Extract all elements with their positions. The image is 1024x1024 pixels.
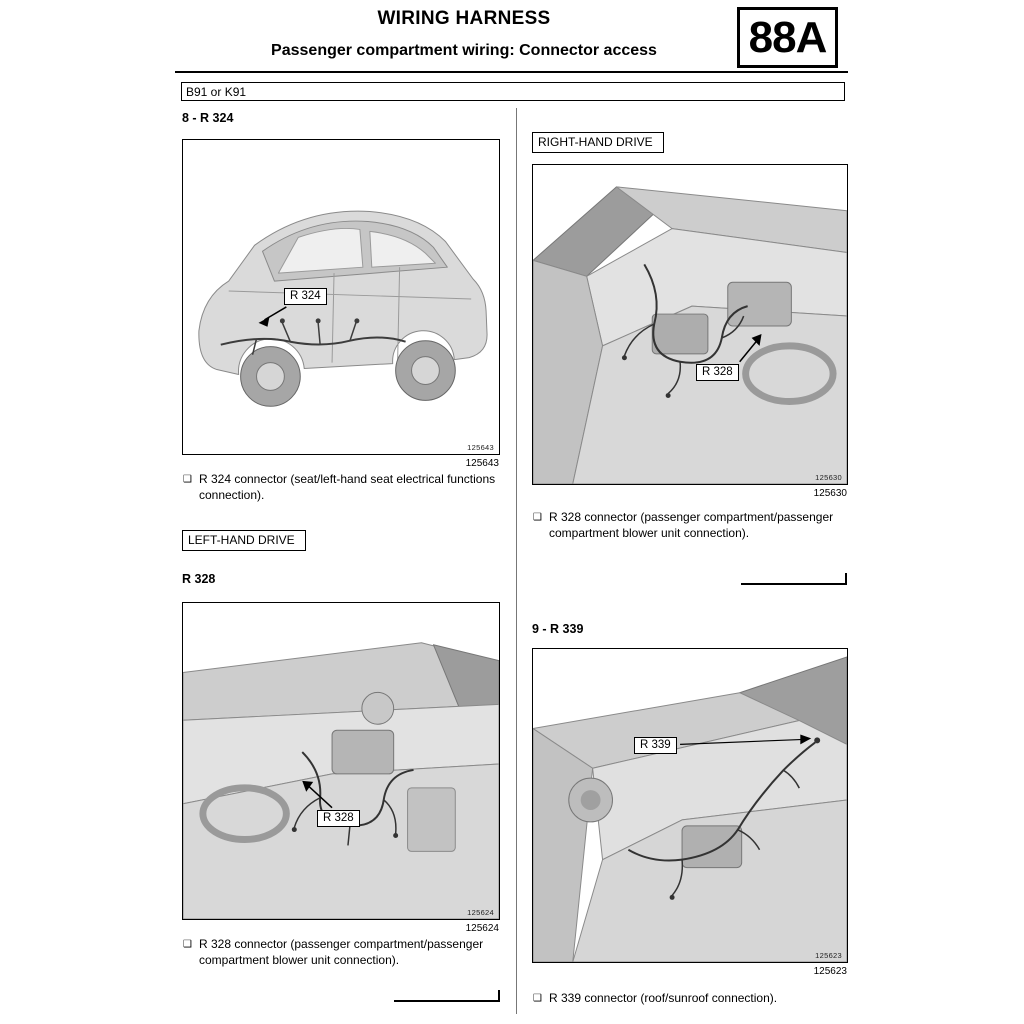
car-side-illustration	[198, 210, 488, 407]
caption-bullet: ❑	[183, 474, 192, 485]
caption-r324: ❑ R 324 connector (seat/left-hand seat e…	[183, 472, 503, 503]
figure-heading-r324: 8 - R 324	[182, 111, 234, 125]
figure-number-r328-lhd: 125624	[465, 923, 499, 934]
caption-text: R 328 connector (passenger compartment/p…	[548, 510, 834, 540]
lhd-dashboard-illustration	[183, 642, 499, 919]
left-hand-drive-label: LEFT-HAND DRIVE	[182, 530, 306, 551]
figure-watermark: 125624	[467, 908, 494, 917]
section-code-box: 88A	[737, 7, 838, 68]
callout-r324: R 324	[284, 288, 327, 305]
model-code-box: B91 or K91	[181, 82, 845, 101]
figure-panel-r339: R 339 125623	[532, 648, 848, 963]
section-code: 88A	[748, 12, 828, 62]
column-divider	[516, 108, 517, 1014]
caption-text: R 339 connector (roof/sunroof connection…	[548, 991, 778, 1005]
section-end-mark-right	[741, 573, 847, 585]
caption-r328-lhd: ❑ R 328 connector (passenger compartment…	[183, 937, 503, 968]
figure-heading-r328-left: R 328	[182, 572, 216, 586]
model-code: B91 or K91	[186, 85, 247, 99]
figure-number-r324: 125643	[465, 458, 499, 469]
caption-text: R 324 connector (seat/left-hand seat ele…	[198, 472, 496, 502]
right-hand-drive-label: RIGHT-HAND DRIVE	[532, 132, 664, 153]
figure-watermark: 125630	[815, 473, 842, 482]
page-subtitle: Passenger compartment wiring: Connector …	[271, 42, 657, 59]
figure-panel-r328-rhd: R 328 125630	[532, 164, 848, 485]
caption-bullet: ❑	[183, 939, 192, 950]
figure-panel-r324: R 324 125643	[182, 139, 500, 455]
caption-bullet: ❑	[533, 512, 542, 523]
caption-r328-rhd: ❑ R 328 connector (passenger compartment…	[533, 510, 851, 541]
page-title: WIRING HARNESS	[377, 8, 551, 29]
caption-bullet: ❑	[533, 993, 542, 1004]
caption-text: R 328 connector (passenger compartment/p…	[198, 937, 484, 967]
roof-wiring-illustration	[533, 656, 847, 962]
figure-panel-r328-lhd: R 328 125624	[182, 602, 500, 920]
section-end-mark-left	[394, 990, 500, 1002]
rhd-dashboard-illustration	[533, 186, 847, 484]
figure-number-r328-rhd: 125630	[813, 488, 847, 499]
header-rule	[175, 71, 848, 73]
callout-r328-rhd: R 328	[696, 364, 739, 381]
callout-r339: R 339	[634, 737, 677, 754]
figure-watermark: 125623	[815, 951, 842, 960]
callout-r328-lhd: R 328	[317, 810, 360, 827]
figure-watermark: 125643	[467, 443, 494, 452]
figure-number-r339: 125623	[813, 966, 847, 977]
figure-heading-r339: 9 - R 339	[532, 622, 584, 636]
caption-r339: ❑ R 339 connector (roof/sunroof connecti…	[533, 991, 851, 1007]
